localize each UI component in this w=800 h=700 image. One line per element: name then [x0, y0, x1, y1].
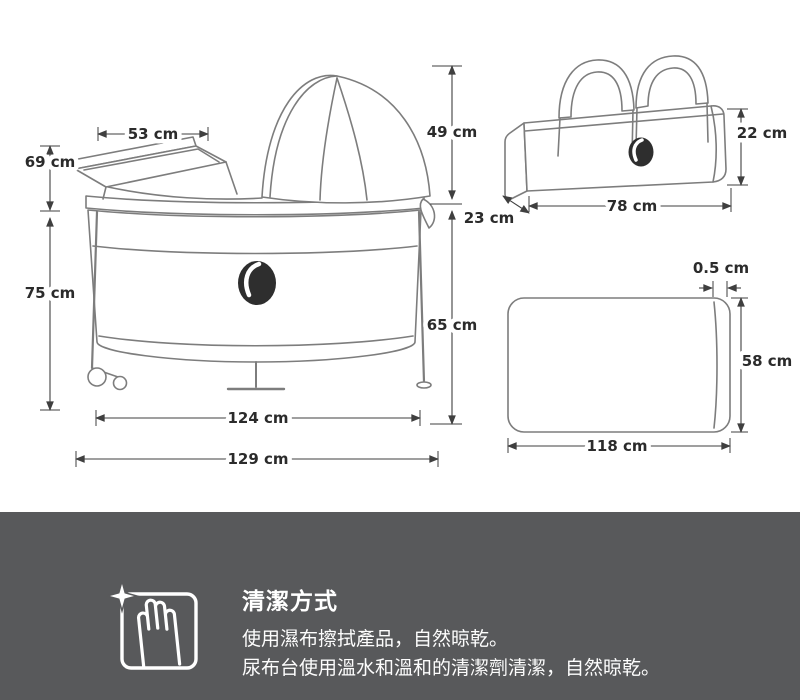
mattress-height-label: 58 cm [742, 352, 793, 370]
crib-right-height-label: 65 cm [427, 316, 478, 334]
sparkle-icon [106, 580, 140, 614]
crib-changer-height-label: 69 cm [25, 153, 76, 171]
bag-width-label: 78 cm [607, 197, 658, 215]
crib-left-height-label: 75 cm [25, 284, 76, 302]
mattress-thickness-label: 0.5 cm [693, 259, 749, 277]
crib-canopy-height-label: 49 cm [427, 123, 478, 141]
carry-bag-drawing [504, 55, 727, 201]
bag-height-label: 22 cm [737, 124, 788, 142]
bag-depth-label: 23 cm [464, 209, 515, 227]
bag-logo [628, 137, 654, 167]
crib-inner-width-label: 124 cm [227, 409, 288, 427]
cleaning-text-block: 清潔方式 使用濕布擦拭產品，自然晾乾。 尿布台使用溫水和溫和的清潔劑清潔，自然晾… [242, 582, 660, 682]
cleaning-title: 清潔方式 [242, 589, 338, 615]
dimension-lines [40, 65, 748, 467]
dimension-diagram: 53 cm 69 cm 75 cm 49 cm 65 cm 124 cm 129… [24, 55, 793, 468]
mattress-drawing [507, 297, 731, 433]
crib-logo [238, 261, 276, 305]
cleaning-instruction-2: 尿布台使用溫水和溫和的清潔劑清潔，自然晾乾。 [242, 656, 661, 679]
crib-top-width-label: 53 cm [128, 125, 179, 143]
mattress-width-label: 118 cm [586, 437, 647, 455]
cleaning-instruction-1: 使用濕布擦拭產品，自然晾乾。 [242, 628, 509, 650]
crib-outer-width-label: 129 cm [227, 450, 288, 468]
hand-icon [136, 598, 182, 670]
crib-drawing [72, 74, 436, 391]
cleaning-panel: 清潔方式 使用濕布擦拭產品，自然晾乾。 尿布台使用溫水和溫和的清潔劑清潔，自然晾… [0, 512, 800, 700]
wipe-clean-icon [106, 580, 198, 670]
cloth-square-icon [120, 592, 198, 670]
